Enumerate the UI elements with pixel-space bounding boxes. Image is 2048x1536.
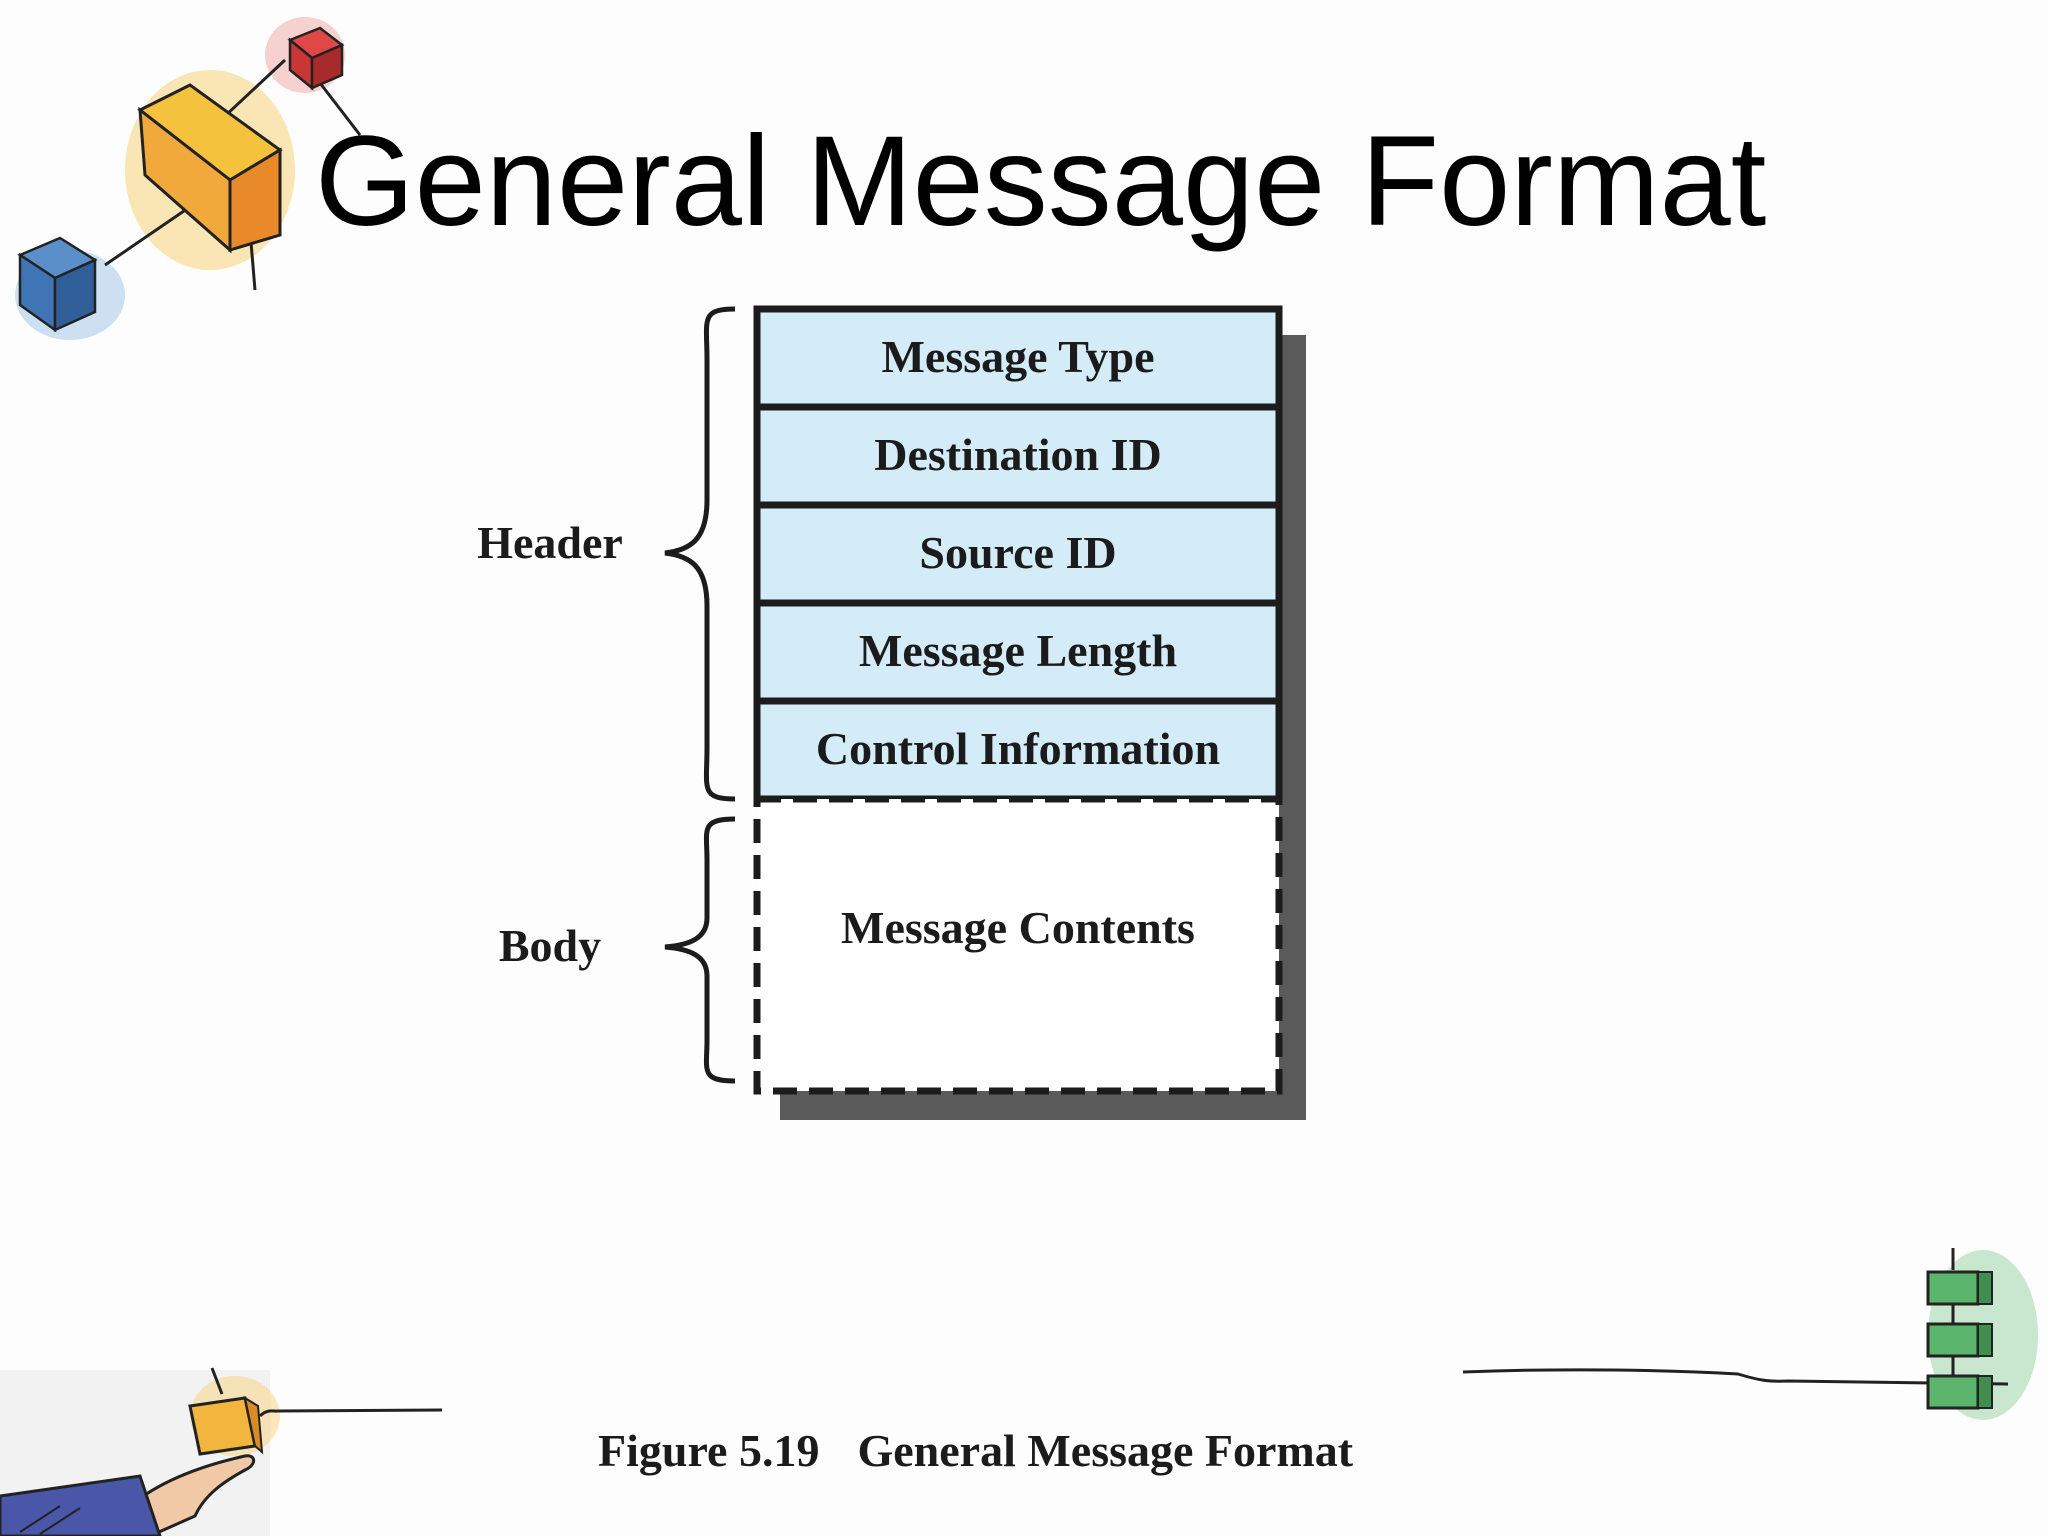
body-brace	[664, 816, 736, 1084]
field-box-control-information	[753, 697, 1283, 803]
field-label-message-length: Message Length	[859, 625, 1177, 676]
header-label: Header	[477, 517, 623, 568]
slide-title: General Message Format	[315, 110, 1767, 253]
field-box-message-contents	[753, 795, 1283, 1095]
stacked-modules-illustration	[1462, 1248, 2038, 1420]
figure-number: Figure 5.19	[598, 1425, 820, 1476]
body-label: Body	[499, 920, 601, 971]
field-label-message-type: Message Type	[882, 331, 1155, 382]
figure-caption: Figure 5.19 General Message Format	[598, 1424, 1353, 1477]
field-label-control-information: Control Information	[816, 723, 1220, 774]
figure-caption-text: General Message Format	[857, 1425, 1354, 1476]
connected-cubes-illustration	[15, 17, 362, 340]
field-label-message-contents: Message Contents	[841, 902, 1195, 953]
header-fields: Message Type Destination ID Source ID Me…	[753, 305, 1283, 803]
field-box-message-type	[753, 305, 1283, 411]
hand-holding-box-illustration	[0, 1367, 443, 1536]
header-brace	[664, 306, 736, 802]
field-box-source-id	[753, 501, 1283, 607]
field-label-destination-id: Destination ID	[874, 429, 1162, 480]
body-field: Message Contents	[753, 795, 1283, 1095]
field-label-source-id: Source ID	[919, 527, 1116, 578]
